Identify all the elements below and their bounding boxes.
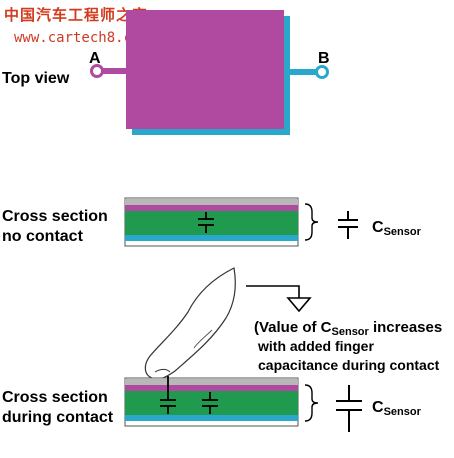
watermark-site-name: 中国汽车工程师之家 <box>4 6 149 24</box>
contact-csensor-sub: Sensor <box>384 406 422 418</box>
no-contact-cyan-layer <box>125 235 298 241</box>
annotation-line1-prefix: (Value of C <box>254 319 332 336</box>
ground-wire <box>246 285 300 298</box>
contact-magenta-layer <box>125 385 298 391</box>
terminal-b-lead <box>290 69 317 75</box>
terminal-b-label: B <box>318 50 330 67</box>
contact-cyan-layer <box>125 415 298 421</box>
top-view-group: Top view A B <box>2 10 330 135</box>
contact-dielectric-layer <box>125 391 298 415</box>
watermark-url: www.cartech8.com <box>14 30 149 46</box>
annotation-line1-sub: Sensor <box>332 326 370 338</box>
cross-section-no-contact-group: Cross section no contact <box>2 197 422 247</box>
contact-top-cover <box>125 379 298 385</box>
contact-sensor-capacitor-icon <box>202 392 218 414</box>
contact-label-line2: during contact <box>2 409 114 426</box>
terminal-a-pad <box>90 64 104 78</box>
contact-label-line1: Cross section <box>2 389 108 406</box>
no-contact-label-line2: no contact <box>2 228 84 245</box>
no-contact-capacitor-symbol-icon <box>338 211 358 239</box>
no-contact-csensor-label: CSensor <box>372 219 422 238</box>
finger-outline <box>144 267 236 380</box>
cross-section-contact-group: Cross section during contact <box>2 376 422 432</box>
no-contact-csensor-sub: Sensor <box>384 226 422 238</box>
finger-crease-line <box>193 329 213 349</box>
annotation-line1: (Value of CSensor increases <box>254 319 442 338</box>
annotation-line3: capacitance during contact <box>258 357 440 373</box>
annotation-group: (Value of CSensor increases with added f… <box>254 319 442 373</box>
contact-brace <box>304 384 319 422</box>
annotation-line2: with added finger <box>257 338 374 354</box>
no-contact-internal-capacitor-icon <box>198 212 214 233</box>
no-contact-dielectric-layer <box>125 211 298 235</box>
ground-symbol-icon <box>286 297 312 313</box>
contact-csensor-label: CSensor <box>372 399 422 418</box>
no-contact-top-cover <box>125 199 298 205</box>
terminal-a-lead <box>102 68 127 74</box>
no-contact-brace <box>304 203 319 241</box>
top-view-label: Top view <box>2 70 70 87</box>
contact-capacitor-symbol-icon <box>336 385 362 432</box>
contact-csensor-main: C <box>372 399 384 416</box>
fingernail-line <box>154 368 171 373</box>
contact-finger-capacitor-icon <box>160 376 176 414</box>
top-view-magenta-electrode <box>126 10 284 129</box>
terminal-b-pad <box>315 65 329 79</box>
annotation-line1-suffix: increases <box>369 319 442 336</box>
terminal-a-label: A <box>89 50 101 67</box>
no-contact-csensor-main: C <box>372 219 384 236</box>
no-contact-magenta-layer <box>125 205 298 211</box>
no-contact-label-line1: Cross section <box>2 208 108 225</box>
